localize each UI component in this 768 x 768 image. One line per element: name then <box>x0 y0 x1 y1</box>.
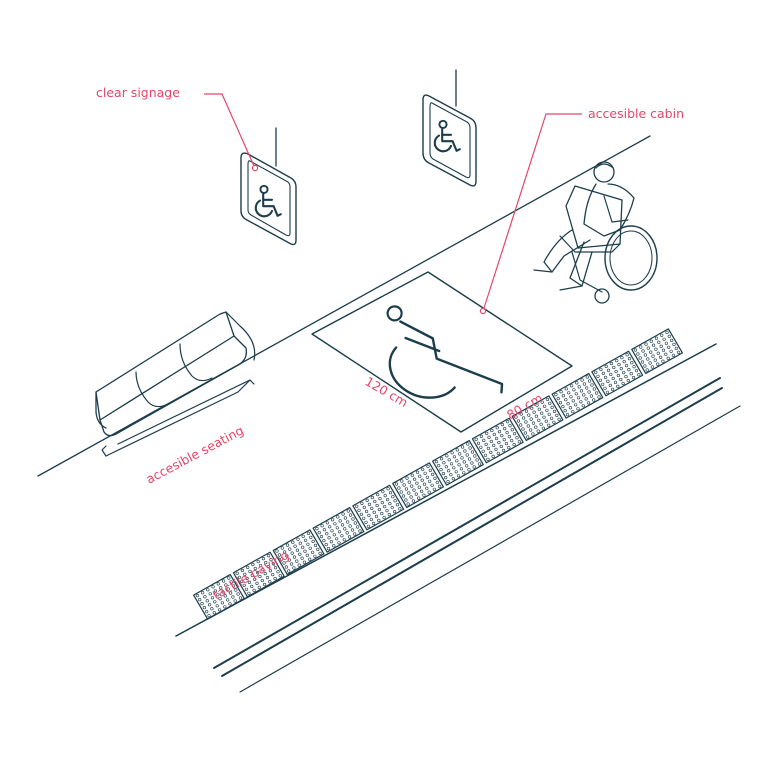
wheelchair-icon <box>433 119 461 153</box>
wheelchair-icon <box>386 305 504 399</box>
tactile-tile <box>272 529 325 576</box>
platform-back-edge <box>37 135 651 477</box>
tactile-tile <box>392 462 445 509</box>
tactile-dots <box>474 420 521 461</box>
wheelchair-user-figure <box>533 161 658 304</box>
tactile-tile <box>631 328 684 375</box>
accessible-cabin-label: accesible cabin <box>588 106 684 121</box>
tactile-dots <box>355 487 402 528</box>
tactile-dots <box>594 353 641 394</box>
accessible-seating-label: accesible seating <box>143 423 246 487</box>
tactile-tile <box>591 350 644 397</box>
accessible-cabin-annotation: accesible cabin <box>479 106 684 315</box>
clear-signage-annotation: clear signage <box>96 85 259 172</box>
wheelchair-icon <box>254 184 282 218</box>
platform-edge-lines <box>175 343 741 693</box>
tactile-dots <box>195 576 243 618</box>
tactile-tile <box>431 439 484 486</box>
tactile-dots <box>554 375 601 417</box>
bench-icon <box>95 311 256 457</box>
tactile-dots <box>394 464 442 506</box>
tactile-dots <box>235 554 282 595</box>
tactile-dots <box>434 442 482 484</box>
tactile-dots <box>514 397 561 439</box>
hanging-sign-right <box>422 69 477 187</box>
tactile-tile <box>312 506 365 553</box>
tactile-tile <box>352 484 405 531</box>
tactile-tile <box>192 573 245 620</box>
tactile-tile <box>511 395 564 442</box>
tactile-dots <box>315 509 362 551</box>
clear-signage-label: clear signage <box>96 85 180 100</box>
tactile-tile <box>471 417 524 464</box>
tactile-paving-strip <box>192 328 684 620</box>
hanging-sign-left <box>240 127 297 246</box>
dimension-length-label: 120 cm <box>363 374 411 410</box>
accessible-cabin-marking <box>311 271 573 433</box>
tactile-dots <box>275 531 322 573</box>
tactile-tile <box>551 372 604 419</box>
tactile-tile <box>232 551 285 598</box>
tactile-dots <box>633 330 681 372</box>
